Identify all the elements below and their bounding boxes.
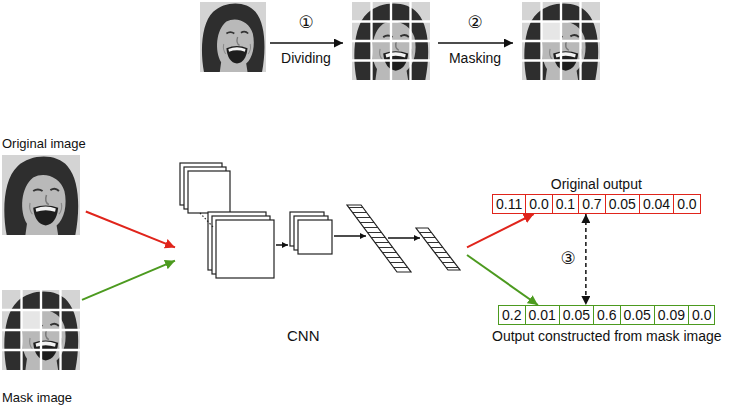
node-label: 0.11 [496,195,522,213]
node-label: Output constructed from mask image [492,328,722,344]
output-vector: 0.2 0.01 0.05 0.6 0.05 0.09 0.0Output construc… [492,305,722,344]
node-label: 0.05 [624,306,651,324]
step-number: ② [467,14,482,33]
node-label: 0.05 [609,195,636,213]
node-label: Original image [2,136,86,152]
node-label: 0.0 [677,195,696,213]
image-panel: Mask image [2,288,82,406]
node-label: 0.0 [529,195,548,213]
connector-arrow [82,261,175,300]
node-label: 0.0 [692,306,711,324]
node-label: 0.04 [643,195,670,213]
vector-cell: 0.2 [498,305,525,325]
node-label: Mask image [2,390,82,406]
vector-cell: 0.09 [655,305,689,325]
node-label: Original output [551,176,642,192]
cnn-block: CNN [175,160,467,350]
connector-arrow [467,255,538,305]
node-label: 0.05 [563,306,590,324]
vector-cell: 0.05 [621,305,655,325]
node-label: 0.7 [582,195,601,213]
node-label: 0.09 [658,306,685,324]
connector-arrow [585,214,587,305]
vector-cell: 0.01 [526,305,560,325]
vector-cell: 0.0 [689,305,715,325]
node-label: 0.2 [502,306,521,324]
cnn-drawing [180,163,460,278]
vector-cell: 0.0 [674,194,700,214]
step-number: ① [298,14,313,33]
edge-label: ③ [561,250,576,269]
output-vector: Original output 0.11 0.0 0.1 0.7 0.05 0.04 0.0 [492,176,701,214]
input-images [2,155,80,370]
vector-cell: 0.05 [560,305,594,325]
connector-arrow [467,214,534,247]
step-label: Masking [449,51,501,66]
vector-cell: 0.1 [553,194,579,214]
connector-arrow [86,211,175,247]
node-label: 0.6 [597,306,616,324]
top-images [200,2,600,80]
vector-cell: 0.0 [526,194,552,214]
vector-row: 0.11 0.0 0.1 0.7 0.05 0.04 0.0 [492,194,701,214]
vector-cell: 0.11 [492,194,526,214]
vector-cell: 0.04 [640,194,674,214]
step-arrows [270,43,513,44]
node-label: 0.01 [529,306,556,324]
vector-cell: 0.7 [579,194,605,214]
vector-cell: 0.05 [606,194,640,214]
image-panel: Original image [2,136,86,238]
node-label: CNN [287,328,320,344]
step-label: Dividing [281,51,331,66]
node-label: 0.1 [556,195,575,213]
vector-cell: 0.6 [594,305,620,325]
vector-row: 0.2 0.01 0.05 0.6 0.05 0.09 0.0 [498,305,715,325]
